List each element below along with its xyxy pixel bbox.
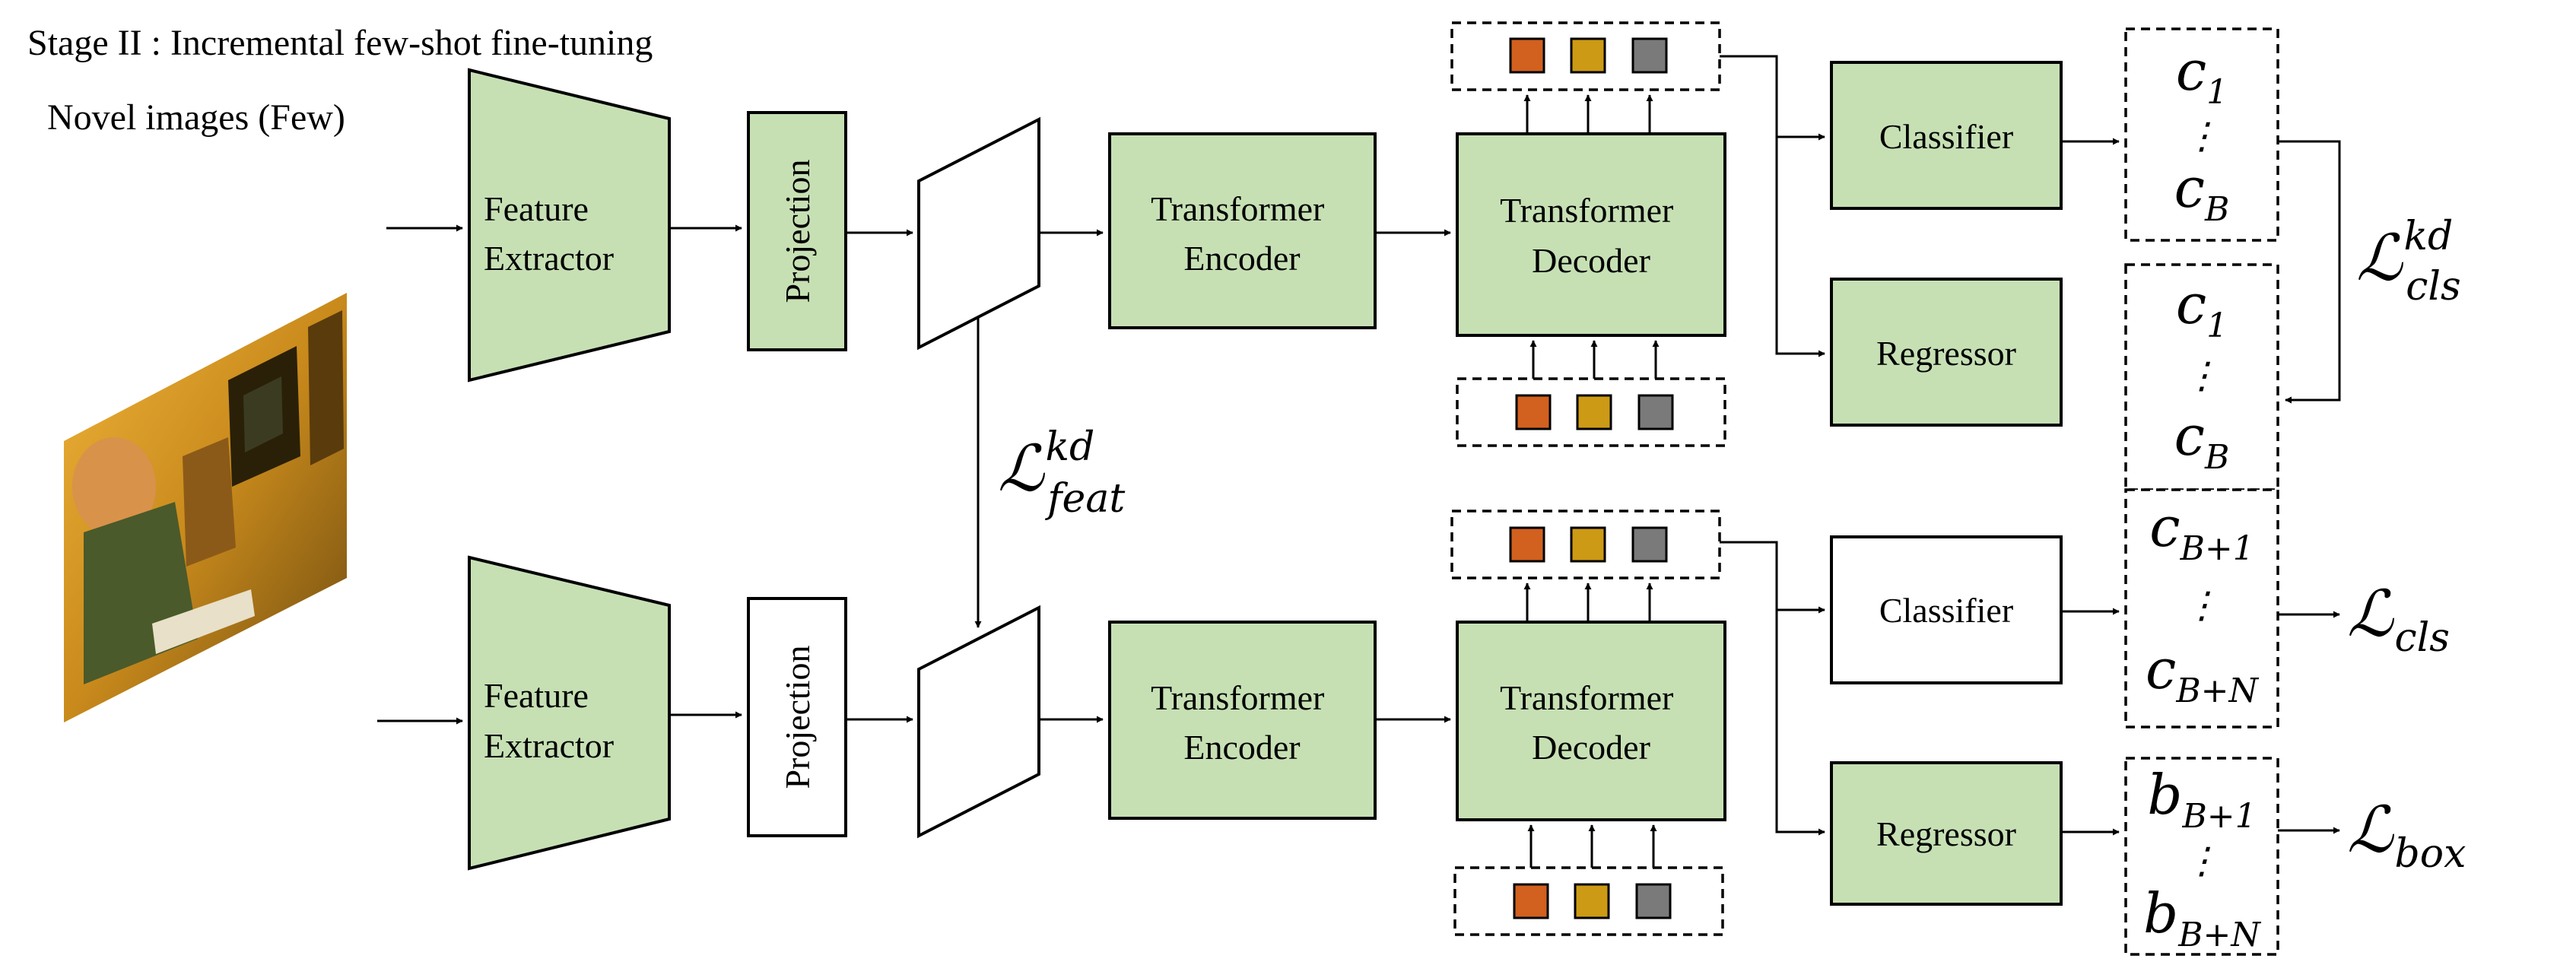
bottom-cls-first: cB+1 [2149,495,2254,568]
bottom-box-output [2124,757,2279,956]
query-token-gold [1576,394,1612,430]
top-regressor [1830,278,2063,427]
query-token-gold [1570,526,1606,563]
top-reg-last: cB [2174,404,2230,477]
top-class-output [2124,27,2279,242]
input-label: Novel images (Few) [47,97,345,138]
query-token-orange [1515,394,1552,430]
top-cls-dots: ⋮ [2184,115,2220,157]
query-token-orange [1513,883,1549,919]
input-photo [64,293,347,722]
top-transformer-encoder [1108,132,1377,329]
query-token-gold [1570,37,1606,74]
top-classifier-label: Classifier [1879,117,2013,156]
top-feature-extractor [468,68,671,383]
bottom-projection [747,597,847,837]
top-regressor-label: Regressor [1876,334,2016,373]
stage-title: Stage II : Incremental few-shot fine-tun… [27,23,653,63]
query-token-gold [1574,883,1610,919]
top-projection-label: Projection [778,159,817,303]
bottom-cls-dots: ⋮ [2184,584,2220,627]
query-token-gray [1631,526,1668,563]
bottom-feature-map [917,605,1040,839]
query-token-orange [1509,526,1545,563]
box-loss: ℒbox [2347,792,2466,877]
query-token-gray [1635,883,1672,919]
bottom-box-dots: ⋮ [2184,840,2220,882]
bottom-transformer-encoder [1108,621,1377,820]
top-feature-extractor-label: Feature Extractor [484,189,614,278]
query-token-gray [1631,37,1668,74]
top-feature-map [917,116,1040,351]
top-reg-first: c1 [2176,272,2228,345]
query-token-gray [1637,394,1674,430]
flow-arrows [377,55,2341,868]
bottom-classifier [1830,535,2063,684]
bottom-regressor [1830,761,2063,906]
bottom-feature-extractor-label: Feature Extractor [484,676,614,765]
query-token-orange [1509,37,1545,74]
bottom-feature-extractor [468,555,671,871]
bottom-decoder-label: Transformer Decoder [1500,678,1682,767]
bottom-box-first: bB+1 [2147,763,2256,836]
bottom-regressor-label: Regressor [1876,814,2016,853]
top-transformer-decoder [1456,132,1726,337]
bottom-cls-last: cB+N [2146,637,2260,710]
bottom-transformer-decoder [1456,621,1726,821]
bottom-classifier-label: Classifier [1879,591,2013,630]
top-decoder-label: Transformer Decoder [1500,191,1682,280]
bottom-projection-label: Projection [778,645,817,789]
top-cls-last: cB [2174,156,2230,229]
bottom-box-last: bB+N [2143,881,2261,954]
bottom-encoder-label: Transformer Encoder [1151,678,1333,767]
cls-loss: ℒcls [2347,576,2450,661]
top-encoder-label: Transformer Encoder [1151,189,1333,278]
top-reg-dots: ⋮ [2184,354,2220,397]
bottom-class-output [2124,488,2279,729]
top-classifier [1830,61,2063,210]
top-regression-output [2124,263,2279,491]
top-projection [747,111,847,351]
top-cls-first: c1 [2176,39,2228,112]
